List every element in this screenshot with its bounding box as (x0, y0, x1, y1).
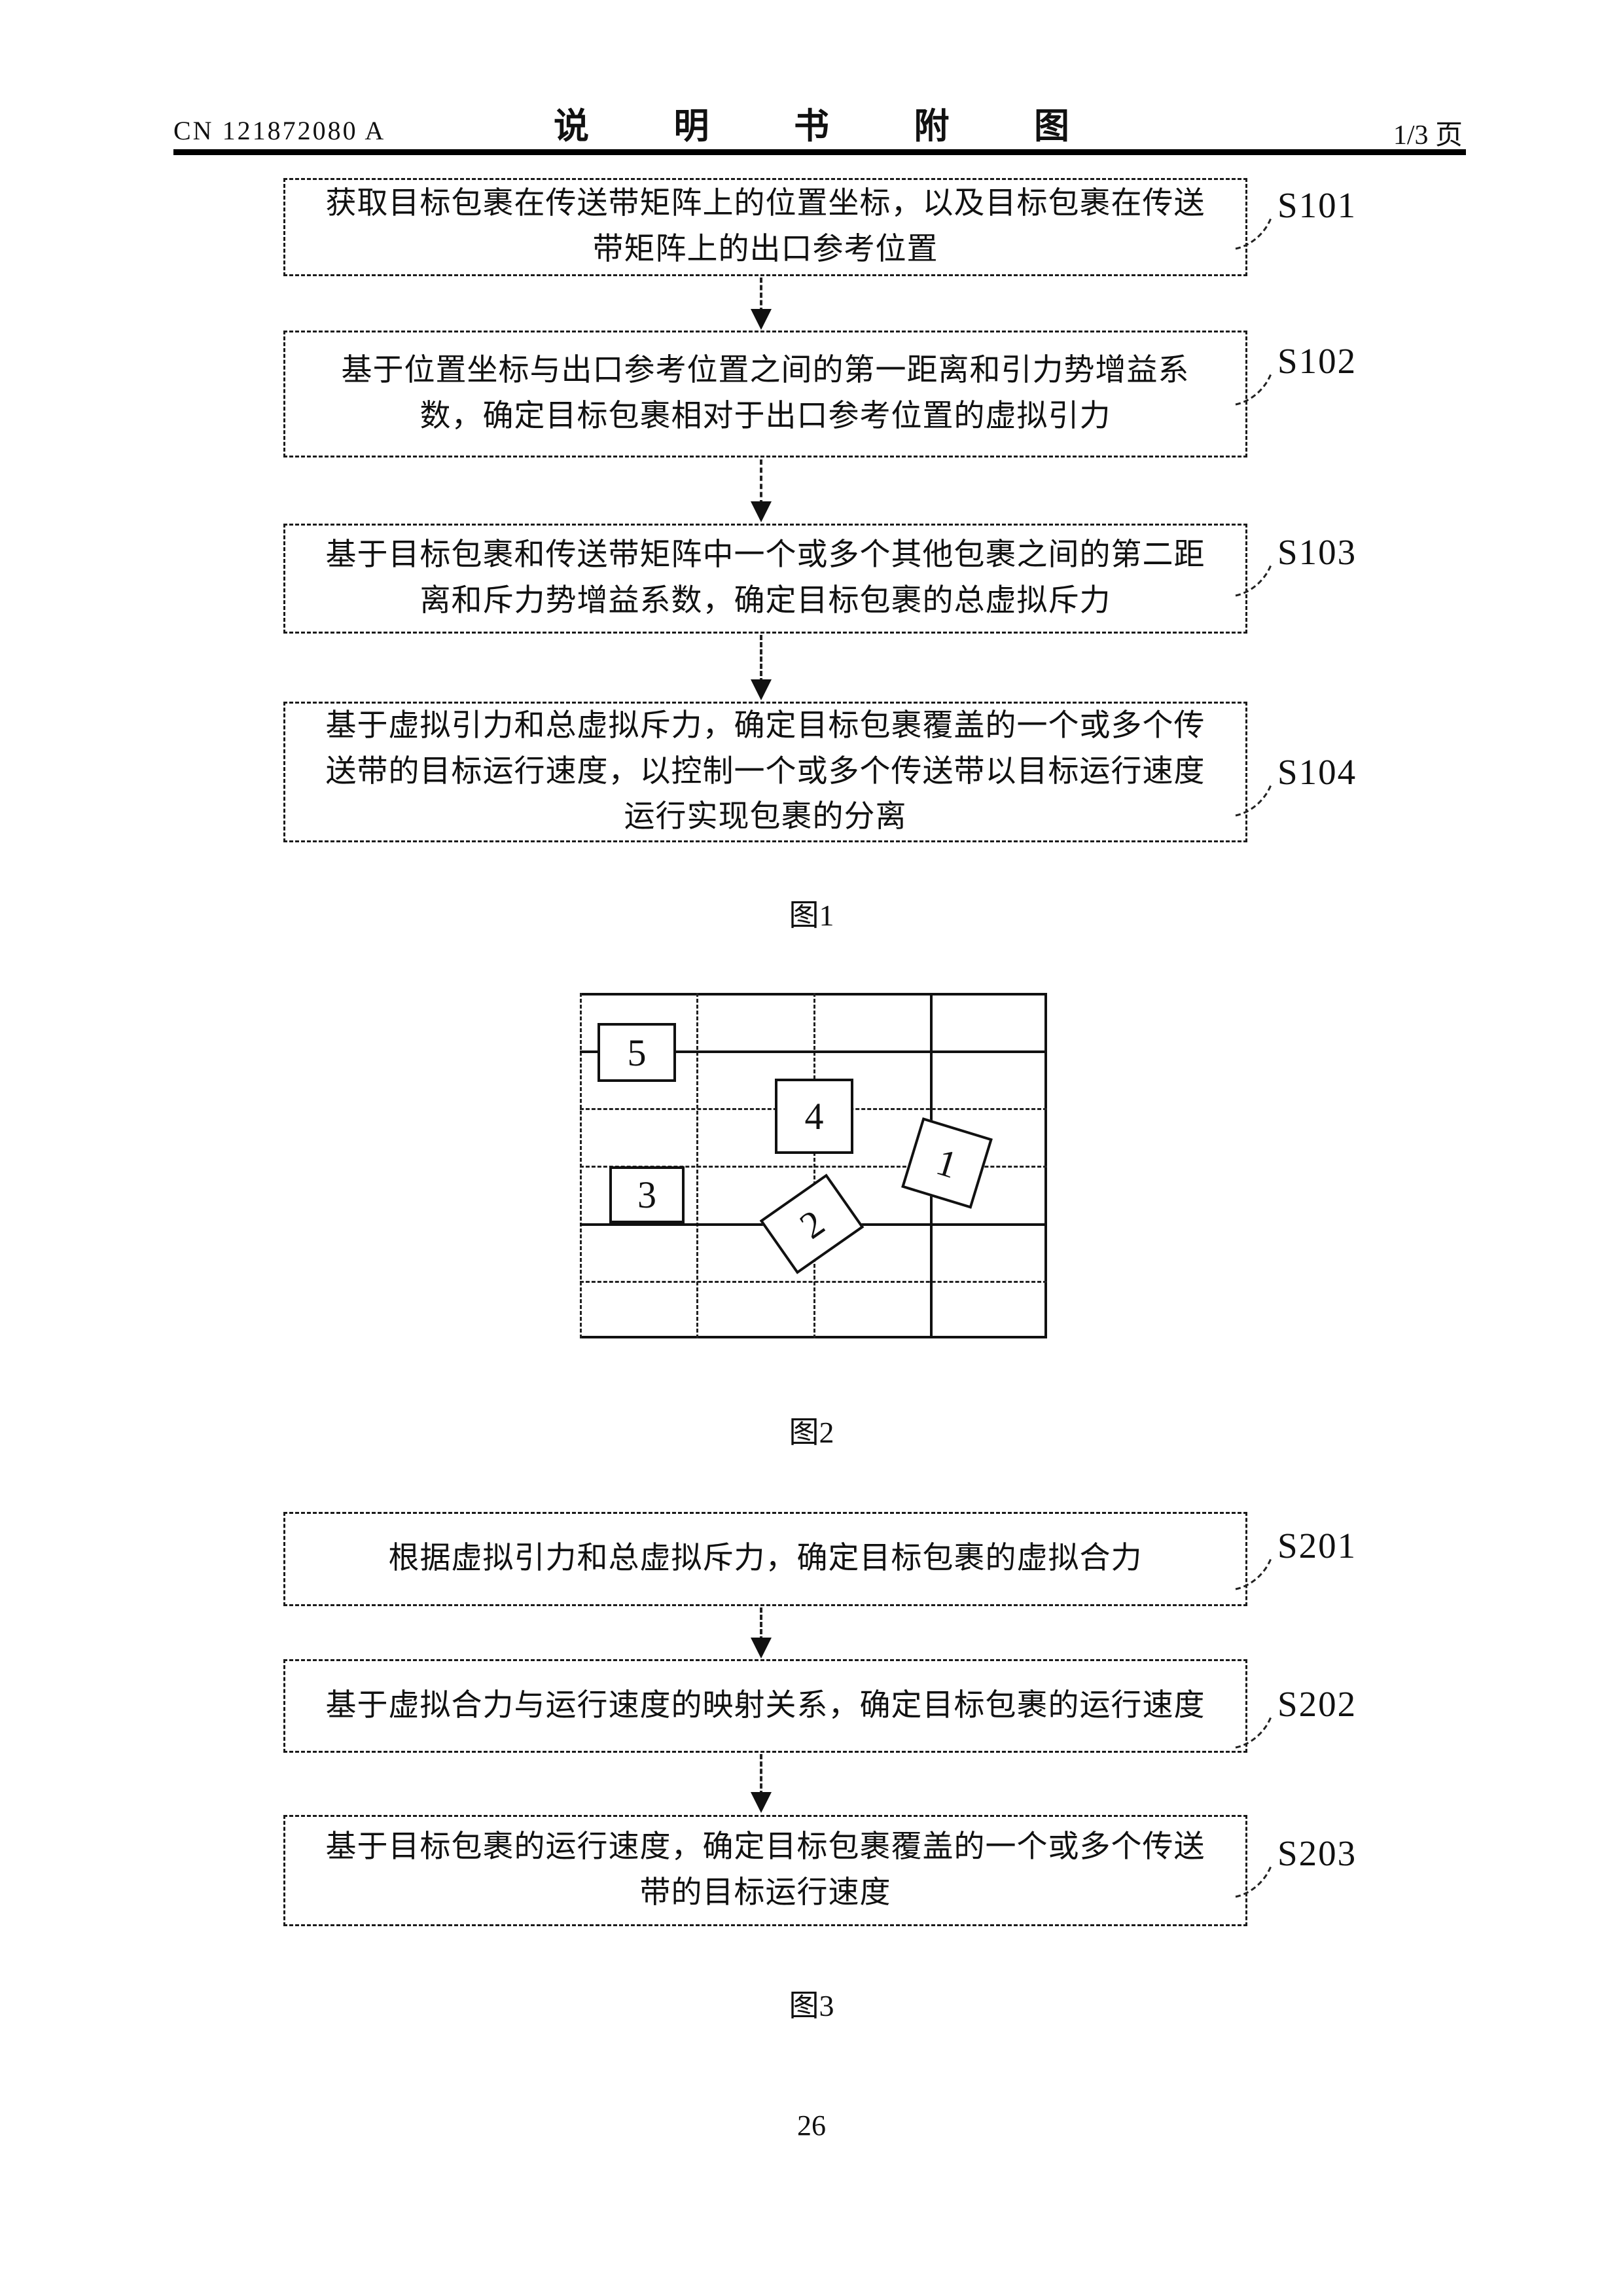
flow-step-s102-text: 基于位置坐标与出口参考位置之间的第一距离和引力势增益系数，确定目标包裹相对于出口… (341, 353, 1190, 433)
grid-hline-5 (580, 1281, 1047, 1283)
step-label-s104: S104 (1277, 752, 1357, 792)
package-label-2: 2 (791, 1201, 832, 1247)
flow-step-s201: 根据虚拟引力和总虚拟斥力，确定目标包裹的虚拟合力 (283, 1512, 1247, 1606)
package-box-5: 5 (597, 1023, 676, 1082)
flow-step-s201-text: 根据虚拟引力和总虚拟斥力，确定目标包裹的虚拟合力 (388, 1541, 1143, 1576)
package-box-1: 1 (901, 1117, 993, 1209)
page-number: 26 (797, 2109, 826, 2142)
arrowhead-icon (751, 1792, 772, 1813)
label-connector-s104 (1235, 783, 1273, 817)
flow-step-s203-text: 基于目标包裹的运行速度，确定目标包裹覆盖的一个或多个传送带的目标运行速度 (325, 1830, 1205, 1910)
header-divider (173, 149, 1466, 155)
package-label-3: 3 (637, 1174, 656, 1216)
conveyor-belt-matrix: 1 2 3 4 5 (580, 993, 1047, 1338)
arrowhead-icon (751, 1638, 772, 1659)
step-label-s101: S101 (1277, 185, 1357, 225)
package-box-2: 2 (759, 1174, 865, 1274)
flow-step-s104-text: 基于虚拟引力和总虚拟斥力，确定目标包裹覆盖的一个或多个传送带的目标运行速度，以控… (325, 709, 1205, 834)
grid-hline-1 (580, 1050, 1047, 1053)
step-label-s103: S103 (1277, 532, 1357, 572)
figure1-caption: 图1 (789, 899, 834, 932)
figure3-caption: 图3 (789, 1989, 834, 2022)
step-label-s201: S201 (1277, 1526, 1357, 1566)
package-label-5: 5 (627, 1031, 647, 1074)
flow-step-s103-text: 基于目标包裹和传送带矩阵中一个或多个其他包裹之间的第二距离和斥力势增益系数，确定… (325, 538, 1205, 618)
package-label-1: 1 (931, 1139, 963, 1187)
label-connector-s102 (1235, 372, 1273, 406)
label-connector-s103 (1235, 563, 1273, 597)
flow-step-s103: 基于目标包裹和传送带矩阵中一个或多个其他包裹之间的第二距离和斥力势增益系数，确定… (283, 524, 1247, 634)
label-connector-s203 (1235, 1864, 1273, 1898)
arrowhead-icon (751, 309, 772, 330)
step-label-s203: S203 (1277, 1833, 1357, 1873)
step-label-s102: S102 (1277, 341, 1357, 381)
page-title: 说 明 书 附 图 (554, 107, 1107, 146)
flow-step-s202: 基于虚拟合力与运行速度的映射关系，确定目标包裹的运行速度 (283, 1659, 1247, 1753)
flow-step-s101-text: 获取目标包裹在传送带矩阵上的位置坐标，以及目标包裹在传送带矩阵上的出口参考位置 (325, 187, 1205, 266)
document-number: CN 121872080 A (173, 116, 386, 145)
sheet-indicator: 1/3 页 (1393, 120, 1463, 151)
package-box-3: 3 (609, 1166, 685, 1223)
package-label-4: 4 (804, 1095, 824, 1138)
arrowhead-icon (751, 679, 772, 700)
step-label-s202: S202 (1277, 1684, 1357, 1724)
flow-step-s202-text: 基于虚拟合力与运行速度的映射关系，确定目标包裹的运行速度 (325, 1688, 1205, 1723)
label-connector-s202 (1235, 1715, 1273, 1749)
package-box-4: 4 (775, 1079, 853, 1154)
flow-step-s102: 基于位置坐标与出口参考位置之间的第一距离和引力势增益系数，确定目标包裹相对于出口… (283, 331, 1247, 457)
arrowhead-icon (751, 501, 772, 522)
flow-step-s101: 获取目标包裹在传送带矩阵上的位置坐标，以及目标包裹在传送带矩阵上的出口参考位置 (283, 178, 1247, 276)
figure2-caption: 图2 (789, 1416, 834, 1449)
flow-step-s104: 基于虚拟引力和总虚拟斥力，确定目标包裹覆盖的一个或多个传送带的目标运行速度，以控… (283, 702, 1247, 842)
label-connector-s201 (1235, 1556, 1273, 1590)
grid-hline-3 (580, 1166, 1047, 1168)
label-connector-s101 (1235, 216, 1273, 250)
flow-step-s203: 基于目标包裹的运行速度，确定目标包裹覆盖的一个或多个传送带的目标运行速度 (283, 1815, 1247, 1926)
